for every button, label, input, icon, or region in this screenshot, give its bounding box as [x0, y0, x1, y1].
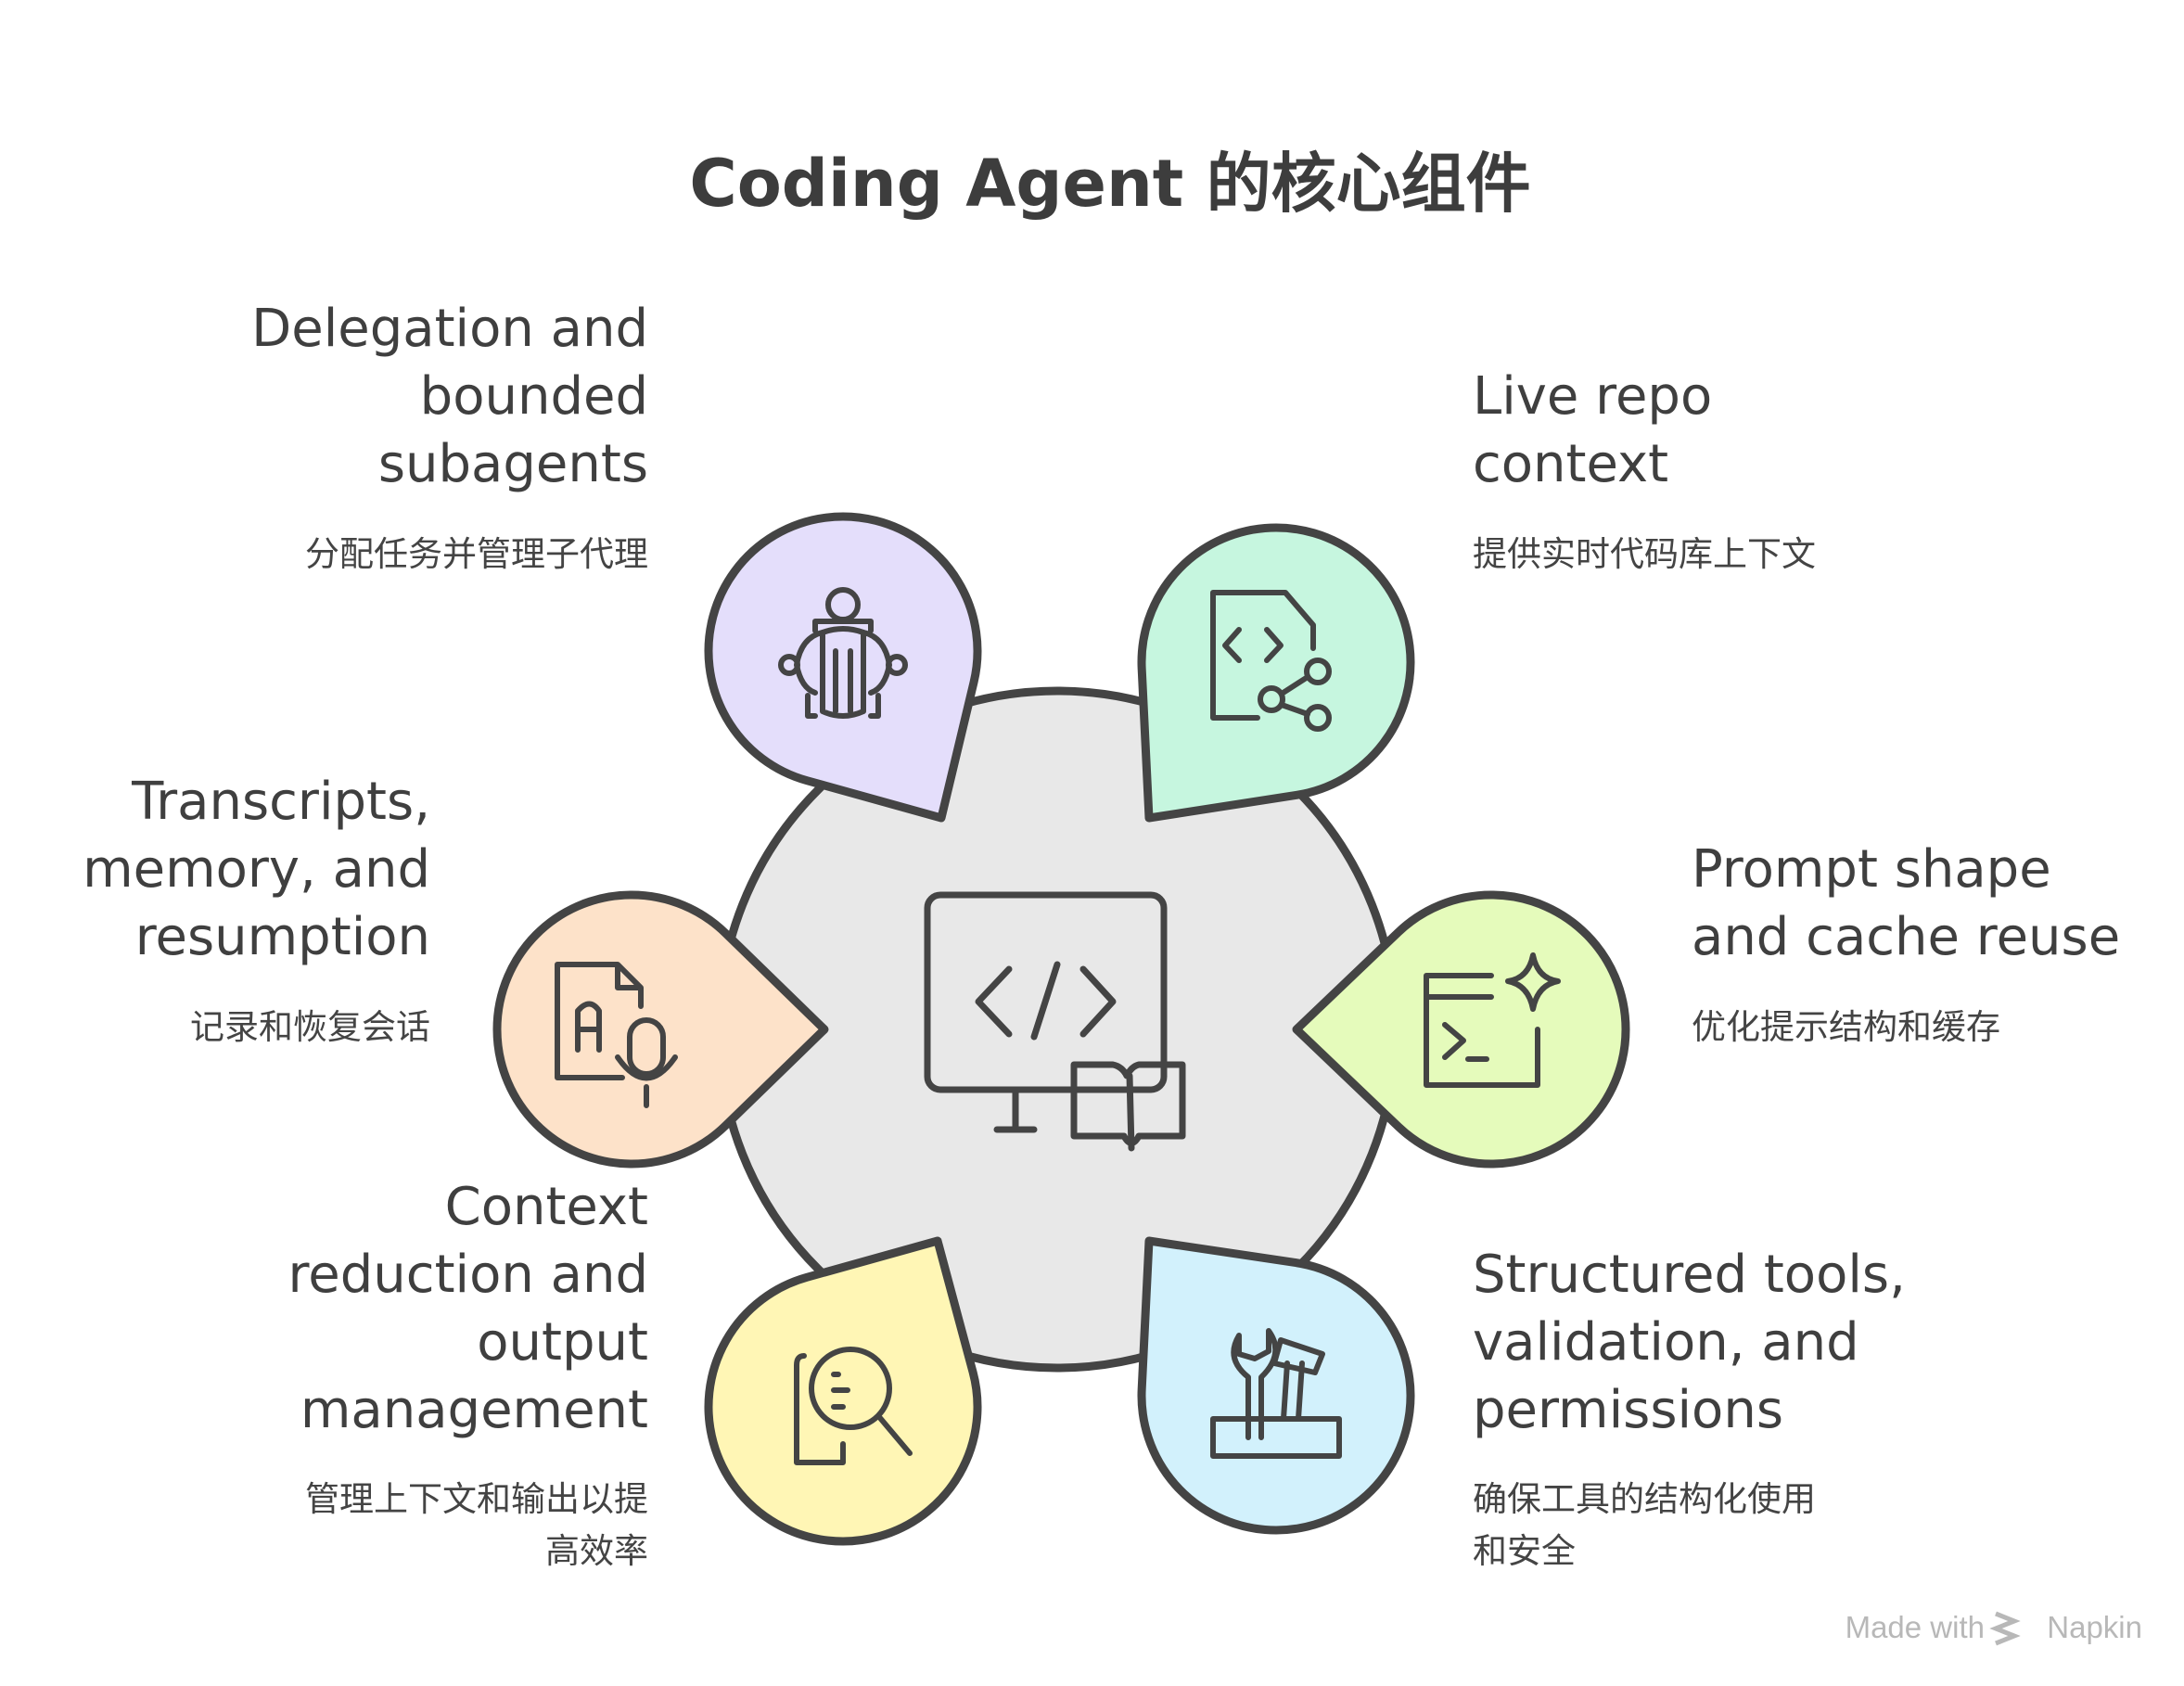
- heading-line: Live repo: [1473, 366, 1712, 427]
- label-repo: Live repo context 提供实时代码库上下文: [1473, 366, 1816, 574]
- heading-line: resumption: [135, 907, 430, 967]
- heading-line: management: [300, 1380, 648, 1440]
- label-prompt: Prompt shape and cache reuse 优化提示结构和缓存: [1692, 839, 2120, 1047]
- heading-line: reduction and: [288, 1245, 649, 1305]
- label-delegation: Delegation and bounded subagents 分配任务并管理…: [251, 299, 648, 574]
- napkin-logo-icon: [1989, 1611, 2021, 1646]
- terminal-sparkle-icon: [1424, 952, 1561, 1088]
- heading-line: subagents: [378, 434, 648, 494]
- heading-line: context: [1473, 434, 1668, 494]
- toolbox-wrench-hammer-icon: [1210, 1328, 1342, 1459]
- subtitle-line: 优化提示结构和缓存: [1692, 1007, 2000, 1047]
- label-transcripts: Transcripts, memory, and resumption 记录和恢…: [83, 772, 430, 1047]
- subtitle-line: 提供实时代码库上下文: [1473, 534, 1816, 574]
- code-file-share-icon: [1210, 590, 1332, 732]
- pin-tools: [1137, 1236, 1415, 1535]
- subtitle-line: 管理上下文和输出以提: [305, 1479, 648, 1519]
- heading-line: Delegation and: [251, 299, 648, 359]
- label-context: Context reduction and output management …: [288, 1177, 649, 1571]
- heading-line: Structured tools,: [1473, 1245, 1906, 1305]
- pin-prompt: [1292, 890, 1630, 1169]
- subtitle-line: 确保工具的结构化使用: [1473, 1479, 1816, 1519]
- subtitle-line: 记录和恢复会话: [190, 1007, 430, 1047]
- heading-line: output: [477, 1312, 648, 1373]
- heading-line: and cache reuse: [1692, 907, 2120, 967]
- heading-line: permissions: [1473, 1380, 1783, 1440]
- heading-line: Transcripts,: [131, 772, 430, 832]
- diagram-title: Coding Agent 的核心组件: [689, 146, 1530, 222]
- subtitle-line: 分配任务并管理子代理: [305, 534, 648, 574]
- code-monitor-book-icon: [924, 891, 1186, 1152]
- label-tools: Structured tools, validation, and permis…: [1473, 1245, 1906, 1571]
- subtitle-line: 和安全: [1473, 1531, 1576, 1571]
- heading-line: Context: [445, 1177, 648, 1237]
- napkin-brand-text: Napkin: [2047, 1610, 2142, 1644]
- document-microphone-icon: [555, 962, 678, 1108]
- document-search-icon: [794, 1347, 913, 1465]
- heading-line: bounded: [420, 366, 648, 427]
- subagent-person-icon: [778, 587, 908, 719]
- pin-delegation: [704, 512, 982, 823]
- heading-line: Prompt shape: [1692, 839, 2051, 900]
- heading-line: memory, and: [83, 839, 430, 900]
- made-with-text: Made with: [1846, 1610, 1985, 1644]
- heading-line: validation, and: [1473, 1312, 1859, 1373]
- made-with-napkin[interactable]: Made with Napkin: [1846, 1610, 2142, 1646]
- pin-repo: [1137, 523, 1415, 823]
- subtitle-line: 高效率: [545, 1531, 648, 1571]
